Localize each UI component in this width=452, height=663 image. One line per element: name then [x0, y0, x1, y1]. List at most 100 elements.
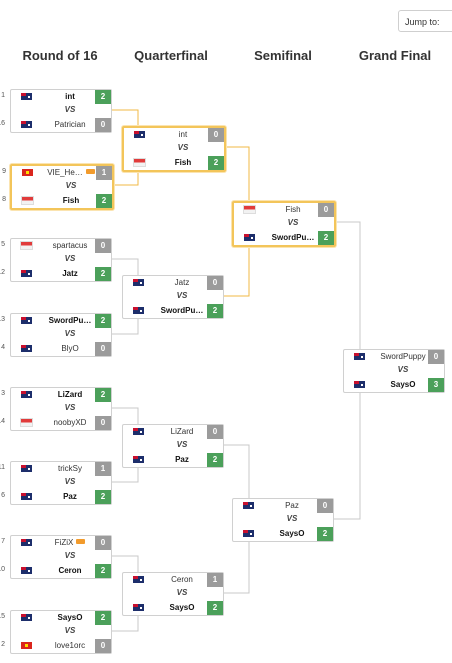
score-badge: 1 [207, 573, 223, 587]
flag-au-icon [21, 317, 32, 324]
score-badge: 2 [95, 611, 111, 625]
vs-label: VS [64, 626, 76, 635]
score-badge: 3 [428, 378, 444, 392]
seed-number: 16 [0, 120, 5, 127]
vs-label: VS [64, 477, 76, 486]
score-badge: 0 [95, 239, 111, 253]
team-row[interactable]: SaysO 2 [233, 527, 333, 541]
team-name: Patrician [54, 120, 86, 129]
team-row[interactable]: SwordPu…2 [123, 304, 223, 318]
flag-sg-icon [243, 205, 256, 214]
team-name: Jatz [174, 278, 190, 287]
score-badge: 2 [95, 267, 111, 281]
team-name: spartacus [52, 241, 88, 250]
team-row[interactable]: 16Patrician0 [0, 118, 111, 132]
vs-label: VS [64, 254, 76, 263]
seed-number: 11 [0, 464, 5, 471]
team-row[interactable]: 5 spartacus 0 [1, 239, 111, 253]
score-badge: 0 [95, 342, 111, 356]
flag-sg-icon [20, 418, 33, 427]
score-badge: 2 [95, 490, 111, 504]
team-name: noobyXD [53, 418, 87, 427]
team-name: SwordPu… [48, 316, 92, 325]
match-r16-1[interactable]: 1int216Patrician0VS [0, 89, 112, 133]
seed-number: 3 [1, 390, 5, 397]
team-row[interactable]: 13SwordPu…2 [0, 314, 111, 328]
score-badge: 0 [95, 639, 111, 653]
score-badge: 2 [317, 527, 333, 541]
team-name: SaysO [279, 529, 305, 538]
team-name: SwordPu… [160, 306, 204, 315]
team-name: VIE_He… [38, 168, 104, 177]
team-row[interactable]: 15SaysO2 [0, 611, 111, 625]
match-r16-5[interactable]: 3LiZard214noobyXD0VS [0, 387, 112, 431]
score-badge: 2 [95, 90, 111, 104]
team-name: Jatz [62, 269, 78, 278]
match-r16-8[interactable]: 15SaysO22 love1orc 0 VS [0, 610, 112, 654]
team-name: int [65, 92, 75, 101]
team-row[interactable]: Jatz 0 [123, 276, 223, 290]
jump-to-select[interactable]: Jump to: [398, 10, 452, 32]
score-badge: 1 [95, 462, 111, 476]
flag-au-icon [244, 234, 255, 241]
score-badge: 0 [95, 536, 111, 550]
flag-au-icon [133, 428, 144, 435]
flag-sg-icon [133, 158, 146, 167]
team-name: love1orc [54, 641, 86, 650]
team-row[interactable]: SwordPu…2 [234, 231, 334, 245]
flag-au-icon [21, 93, 32, 100]
match-r16-3[interactable]: 5 spartacus 0 12 Jatz 2 VS [0, 238, 112, 282]
team-name: Ceron [58, 566, 82, 575]
flag-au-icon [21, 391, 32, 398]
team-row[interactable]: 11trickSy1 [0, 462, 111, 476]
score-badge: 0 [207, 276, 223, 290]
score-badge: 2 [96, 194, 112, 208]
team-row[interactable]: 12 Jatz 2 [0, 267, 111, 281]
flag-au-icon [21, 121, 32, 128]
team-row[interactable]: 14noobyXD0 [0, 416, 111, 430]
seed-number: 8 [2, 196, 6, 203]
flag-au-icon [133, 279, 144, 286]
seed-number: 10 [0, 566, 5, 573]
seed-number: 5 [1, 241, 5, 248]
round-title-grand-final: Grand Final [358, 48, 432, 63]
vs-label: VS [65, 181, 77, 190]
seed-number: 9 [2, 168, 6, 175]
seed-number: 12 [0, 269, 5, 276]
team-row[interactable]: 10Ceron2 [0, 564, 111, 578]
score-badge: 2 [208, 156, 224, 170]
match-r16-7[interactable]: 7FiZiX010Ceron2VS [0, 535, 112, 579]
vs-label: VS [64, 105, 76, 114]
score-badge: 2 [207, 453, 223, 467]
team-name: FiZiX [37, 538, 103, 547]
score-badge: 0 [208, 128, 224, 142]
